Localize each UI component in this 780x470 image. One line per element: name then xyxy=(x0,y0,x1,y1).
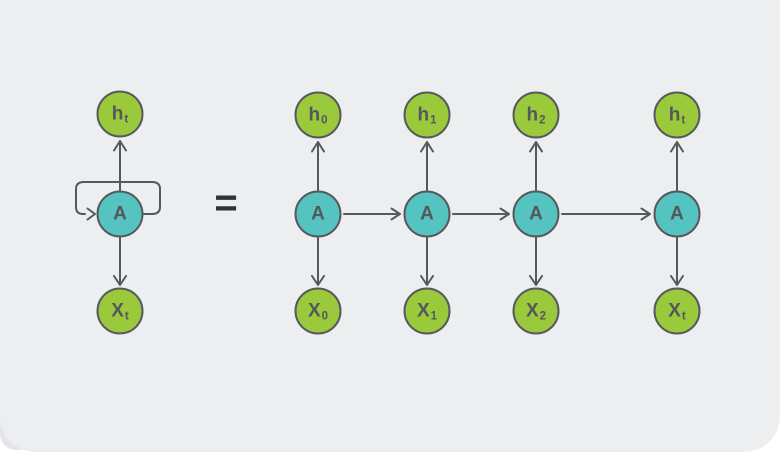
node-label-sub: t xyxy=(124,310,129,323)
node-label-main: X xyxy=(525,300,539,322)
node-label-main: h xyxy=(668,104,681,126)
node-label-sub: t xyxy=(681,310,686,323)
node-a0-label: A xyxy=(311,205,325,224)
node-rolled-a-label: A xyxy=(113,205,127,224)
node-label-sub: 0 xyxy=(321,114,328,127)
node-label-main: A xyxy=(113,203,127,225)
node-label-main: X xyxy=(111,300,124,322)
node-a2: A xyxy=(512,190,560,238)
node-label-main: X xyxy=(307,300,321,322)
node-label-main: h xyxy=(111,103,124,125)
node-label-main: h xyxy=(526,104,539,126)
node-label-main: X xyxy=(668,300,681,322)
node-label-sub: 1 xyxy=(430,114,437,127)
node-label-sub: 0 xyxy=(321,310,329,323)
node-label-main: A xyxy=(420,203,434,225)
equals-sign: = xyxy=(214,181,238,225)
node-label-sub: 2 xyxy=(539,310,547,323)
node-a3: A xyxy=(653,190,701,238)
node-label-sub: t xyxy=(124,113,129,126)
node-rolled-a: A xyxy=(96,190,144,238)
node-a1-label: A xyxy=(420,205,434,224)
node-a0: A xyxy=(294,190,342,238)
node-label-main: A xyxy=(529,203,543,225)
node-label-sub: 2 xyxy=(539,114,546,127)
node-label-sub: 1 xyxy=(430,310,438,323)
node-label-main: h xyxy=(308,104,321,126)
node-label-sub: t xyxy=(681,114,686,127)
node-a3-label: A xyxy=(670,205,684,224)
node-label-main: A xyxy=(311,203,325,225)
node-a1: A xyxy=(403,190,451,238)
node-label-main: A xyxy=(670,203,684,225)
node-label-main: X xyxy=(416,300,430,322)
node-label-main: h xyxy=(417,104,430,126)
node-a2-label: A xyxy=(529,205,543,224)
